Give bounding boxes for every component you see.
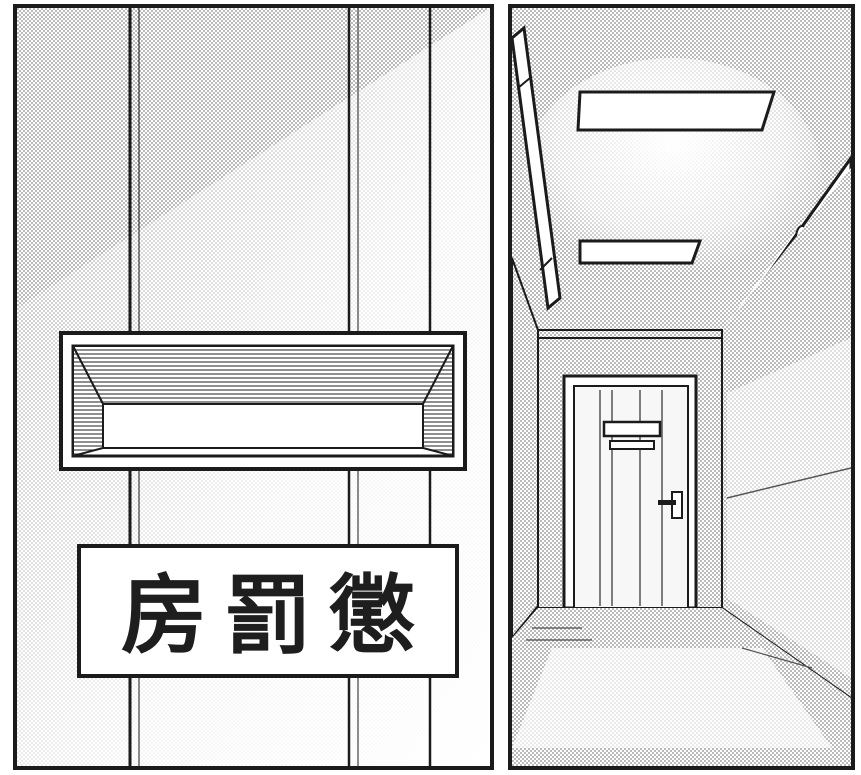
pipe-icon — [512, 25, 562, 311]
wall-scene — [17, 8, 490, 766]
door-handle-icon — [658, 491, 683, 519]
panel-right-corridor — [508, 4, 855, 770]
panel-left-wall: 房罰懲 — [13, 4, 494, 770]
mail-slot-icon — [59, 331, 467, 471]
ceiling-light-icon — [576, 90, 777, 265]
sign-board — [77, 544, 459, 678]
corridor-scene — [512, 8, 851, 766]
sign-text: 房罰懲 — [121, 564, 433, 666]
